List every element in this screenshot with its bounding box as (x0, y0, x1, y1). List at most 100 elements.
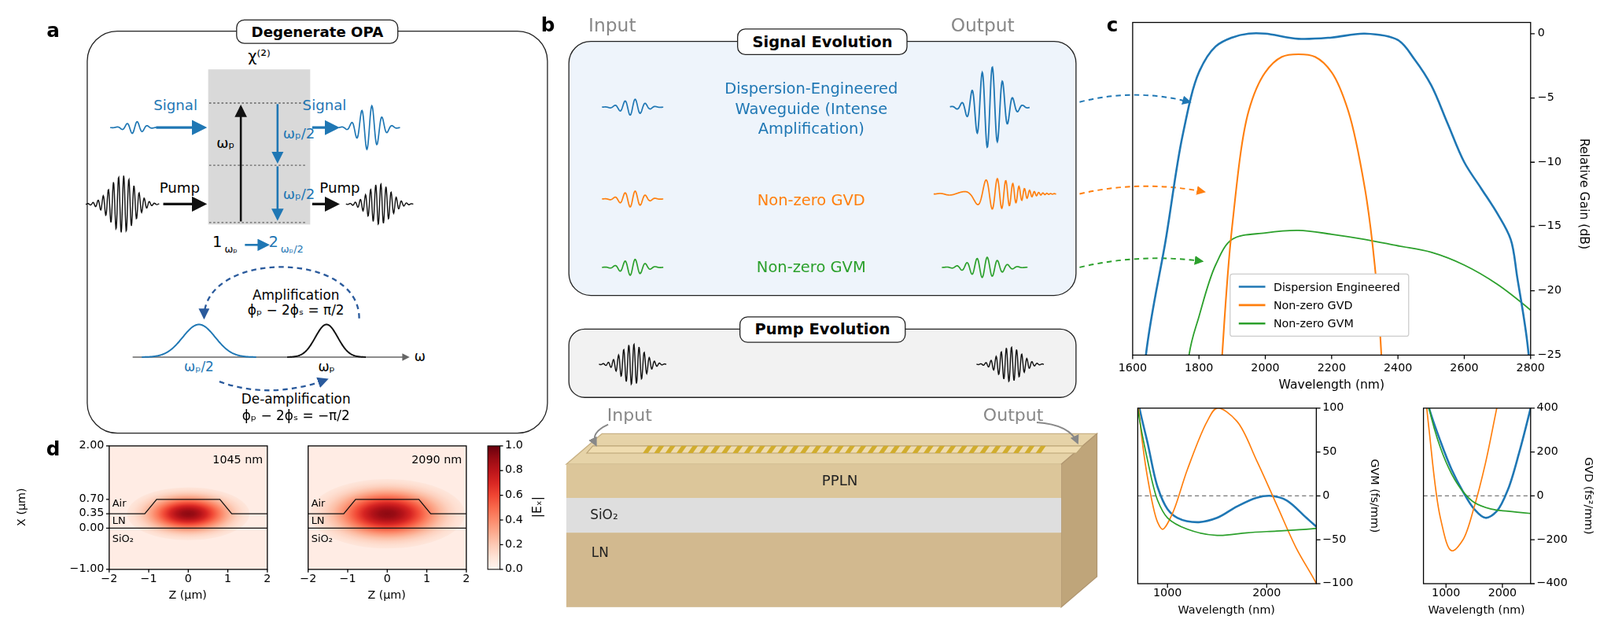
path-shape (106, 498, 110, 500)
label-text: LN (591, 545, 609, 561)
path-shape (1530, 451, 1535, 453)
panel-title: Degenerate OPA (235, 19, 399, 45)
label-text: SiO₂ (589, 507, 618, 523)
data-curve (1137, 408, 1317, 584)
label-text: −20 (1537, 284, 1562, 298)
path-shape (500, 470, 504, 472)
legend-row: Dispersion Engineered (1236, 277, 1401, 296)
label-text: −15 (1537, 220, 1562, 233)
label-text: 0.0 (505, 563, 524, 576)
path-shape (147, 569, 149, 573)
poling-period (867, 446, 878, 454)
label-text: Signal (302, 96, 347, 114)
label-text: Air (311, 497, 326, 509)
path-shape (1530, 495, 1535, 497)
poling-period (665, 446, 676, 454)
data-curve (1423, 408, 1531, 514)
data-curve (1179, 230, 1531, 356)
label-text: −50 (1322, 533, 1346, 546)
poling-period (1013, 446, 1024, 454)
legend-swatch (1236, 318, 1268, 329)
label-text: d (46, 438, 61, 461)
label-text: 2.00 (79, 439, 105, 453)
legend-swatch (1236, 299, 1268, 310)
label-text: Wavelength (nm) (1178, 604, 1276, 618)
axes-frame (1132, 22, 1531, 356)
ridge-outline (109, 499, 268, 514)
path-shape (426, 569, 428, 573)
label-text: ωₚ/2 (280, 243, 304, 255)
path-shape (109, 527, 268, 529)
path-shape (1316, 582, 1320, 584)
axes-frame (109, 446, 268, 570)
path-shape (500, 568, 504, 570)
label-text: −200 (1537, 533, 1568, 546)
ridge-outline (308, 499, 467, 514)
label-text: −400 (1537, 577, 1568, 590)
path-shape (1316, 451, 1320, 453)
label-text: 0 (1537, 27, 1545, 41)
line-shape (1238, 285, 1266, 288)
poling-period (991, 446, 1002, 454)
poling-period (744, 446, 755, 454)
label-text: 0.6 (505, 488, 524, 502)
poling-period (1002, 446, 1013, 454)
label-text: De-amplification (241, 392, 351, 408)
data-curve (1423, 408, 1531, 518)
label-text: −1 (140, 573, 158, 587)
poling-period (800, 446, 811, 454)
label-text: Non-zero GVD (757, 191, 866, 210)
mode-field (309, 479, 465, 549)
path-shape (1529, 354, 1531, 359)
poling-period (934, 446, 945, 454)
poling-period (788, 446, 800, 454)
line-shape (1238, 304, 1266, 307)
path-shape (1316, 407, 1320, 409)
label-text: 2000 (1252, 587, 1281, 601)
data-curve (1423, 408, 1503, 551)
colorbar (487, 446, 501, 570)
pointer-arrow (1079, 95, 1190, 103)
panel-box: Pump Evolution (568, 328, 1077, 399)
poling-period (844, 446, 856, 454)
path-shape (106, 568, 110, 570)
poling-period (923, 446, 934, 454)
label-text: Non-zero GVM (756, 258, 867, 277)
label-text: 0.8 (505, 464, 524, 477)
label-text: GVM (fs/mm) (1367, 459, 1380, 534)
label-text: −1 (339, 573, 356, 587)
label-text: Output (951, 14, 1015, 37)
poling-period (1024, 446, 1035, 454)
label-text: 0.4 (505, 513, 524, 527)
poling-period (687, 446, 698, 454)
poling-period (676, 446, 687, 454)
path-shape (1264, 354, 1266, 359)
label-text: SiO₂ (311, 532, 333, 545)
label-text: SiO₂ (112, 532, 134, 545)
panel-box: Degenerate OPAχ⁽²⁾ (86, 30, 548, 434)
poling-period (1035, 446, 1047, 454)
label-text: 2200 (1317, 361, 1346, 375)
poling-period (945, 446, 956, 454)
poling-period (833, 446, 845, 454)
label-text: ωₚ (216, 134, 235, 152)
label-text: −5 (1537, 91, 1555, 104)
label-text: Output (983, 405, 1044, 425)
label-text: Dispersion-Engineered Waveguide (Intense… (683, 79, 939, 140)
label-text: 0.70 (79, 493, 105, 506)
panel-title: Signal Evolution (737, 28, 908, 56)
label-text: 1000 (1153, 587, 1182, 601)
pointer-arrow (1079, 186, 1204, 195)
label-text: 1045 nm (212, 453, 263, 467)
label-text: 50 (1322, 445, 1337, 458)
poling-period (721, 446, 732, 454)
poling-period (642, 446, 653, 454)
path-shape (266, 569, 268, 573)
label-text: 1 (224, 573, 232, 587)
label-text: 2600 (1449, 361, 1479, 375)
rect-shape (308, 446, 467, 570)
data-curve (1132, 33, 1531, 355)
path-shape (500, 445, 504, 447)
label-text: 0.00 (79, 521, 105, 535)
line-shape (1238, 322, 1266, 325)
